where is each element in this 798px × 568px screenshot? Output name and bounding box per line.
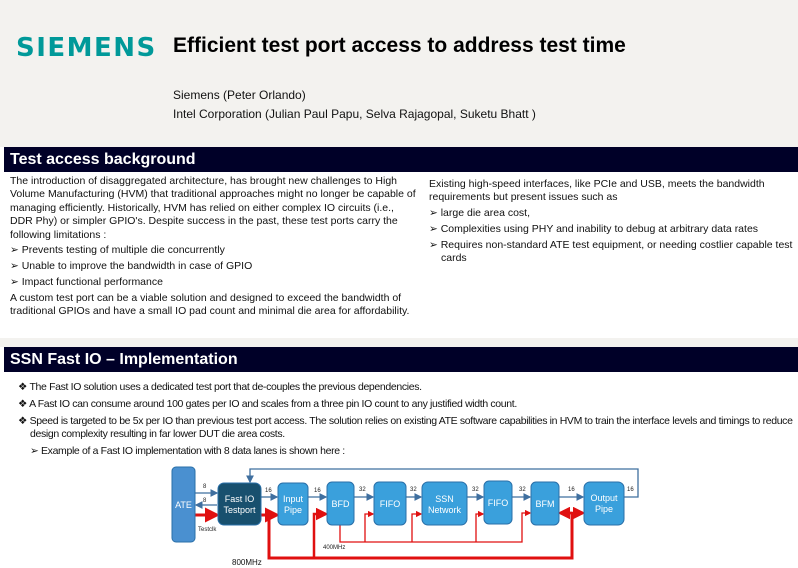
list-item: ❖ Speed is targeted to be 5x per IO than…	[18, 415, 793, 440]
input-pipe-block	[277, 482, 309, 526]
block-label: BFM	[536, 499, 555, 509]
ssn-network-block	[421, 481, 468, 526]
bus-width-label: 16	[627, 487, 634, 493]
fast-io-testport-block	[217, 482, 262, 526]
block-label: BFD	[332, 499, 351, 509]
bus-width-label: 8	[203, 484, 207, 490]
section1-left-column: The introduction of disaggregated archit…	[10, 175, 418, 321]
section2-bullets: ❖ The Fast IO solution uses a dedicated …	[18, 381, 798, 462]
bus-width-label: 16	[265, 488, 272, 494]
author-siemens: Siemens (Peter Orlando)	[173, 88, 306, 102]
clock-paths	[195, 506, 586, 560]
bus-width-label: 32	[359, 487, 366, 493]
block-label: FIFO	[488, 498, 509, 508]
block-label: ATE	[175, 500, 192, 510]
data-paths	[194, 468, 639, 509]
bfd-block	[326, 481, 355, 526]
bus-width-label: 32	[519, 487, 526, 493]
section-heading-fast-io: SSN Fast IO – Implementation	[4, 347, 798, 372]
block-label: SSN	[435, 494, 454, 504]
clock-label: 400MHz	[323, 545, 345, 551]
block-label: Input	[283, 494, 304, 504]
ate-block	[171, 466, 196, 543]
block-label: Fast IO	[225, 494, 255, 504]
clock-label: Testclk	[198, 527, 217, 533]
block-label: Pipe	[595, 504, 613, 514]
list-item: ➢ Example of a Fast IO implementation wi…	[30, 445, 345, 457]
bfm-block	[530, 481, 560, 526]
list-item: ➢ Impact functional performance	[10, 276, 163, 289]
block-label: Network	[428, 505, 462, 515]
fifo-block	[483, 480, 513, 525]
bus-width-label: 32	[472, 487, 479, 493]
intro-text: Existing high-speed interfaces, like PCI…	[429, 178, 765, 204]
list-item: ➢ large die area cost,	[429, 206, 531, 219]
fifo-block	[373, 481, 407, 526]
outro-text: A custom test port can be a viable solut…	[10, 292, 410, 318]
author-intel: Intel Corporation (Julian Paul Papu, Sel…	[173, 107, 536, 121]
divider	[0, 338, 798, 347]
bus-width-label: 16	[314, 488, 321, 494]
output-pipe-block	[583, 481, 625, 526]
block-label: Testport	[223, 505, 256, 515]
list-item: ➢ Requires non-standard ATE test equipme…	[429, 238, 793, 265]
intro-text: The introduction of disaggregated archit…	[10, 175, 416, 241]
siemens-logo: SIEMENS	[16, 33, 157, 63]
header: SIEMENS Efficient test port access to ad…	[0, 0, 798, 147]
section-heading-test-access: Test access background	[4, 147, 798, 172]
block-label: Pipe	[284, 505, 302, 515]
bus-width-label: 32	[410, 487, 417, 493]
bus-width-label: 16	[568, 487, 575, 493]
list-item: ➢ Complexities using PHY and inability t…	[429, 222, 759, 235]
block-label: FIFO	[380, 499, 401, 509]
block-label: Output	[590, 493, 618, 503]
list-item: ➢ Prevents testing of multiple die concu…	[10, 244, 225, 257]
clock-label: 800MHz	[232, 558, 262, 567]
section1-right-column: Existing high-speed interfaces, like PCI…	[429, 178, 798, 268]
list-item: ❖ The Fast IO solution uses a dedicated …	[18, 381, 422, 393]
page-title: Efficient test port access to address te…	[173, 34, 626, 57]
list-item: ❖ A Fast IO can consume around 100 gates…	[18, 398, 517, 410]
bus-width-label: 8	[203, 498, 207, 504]
list-item: ➢ Unable to improve the bandwidth in cas…	[10, 260, 253, 273]
